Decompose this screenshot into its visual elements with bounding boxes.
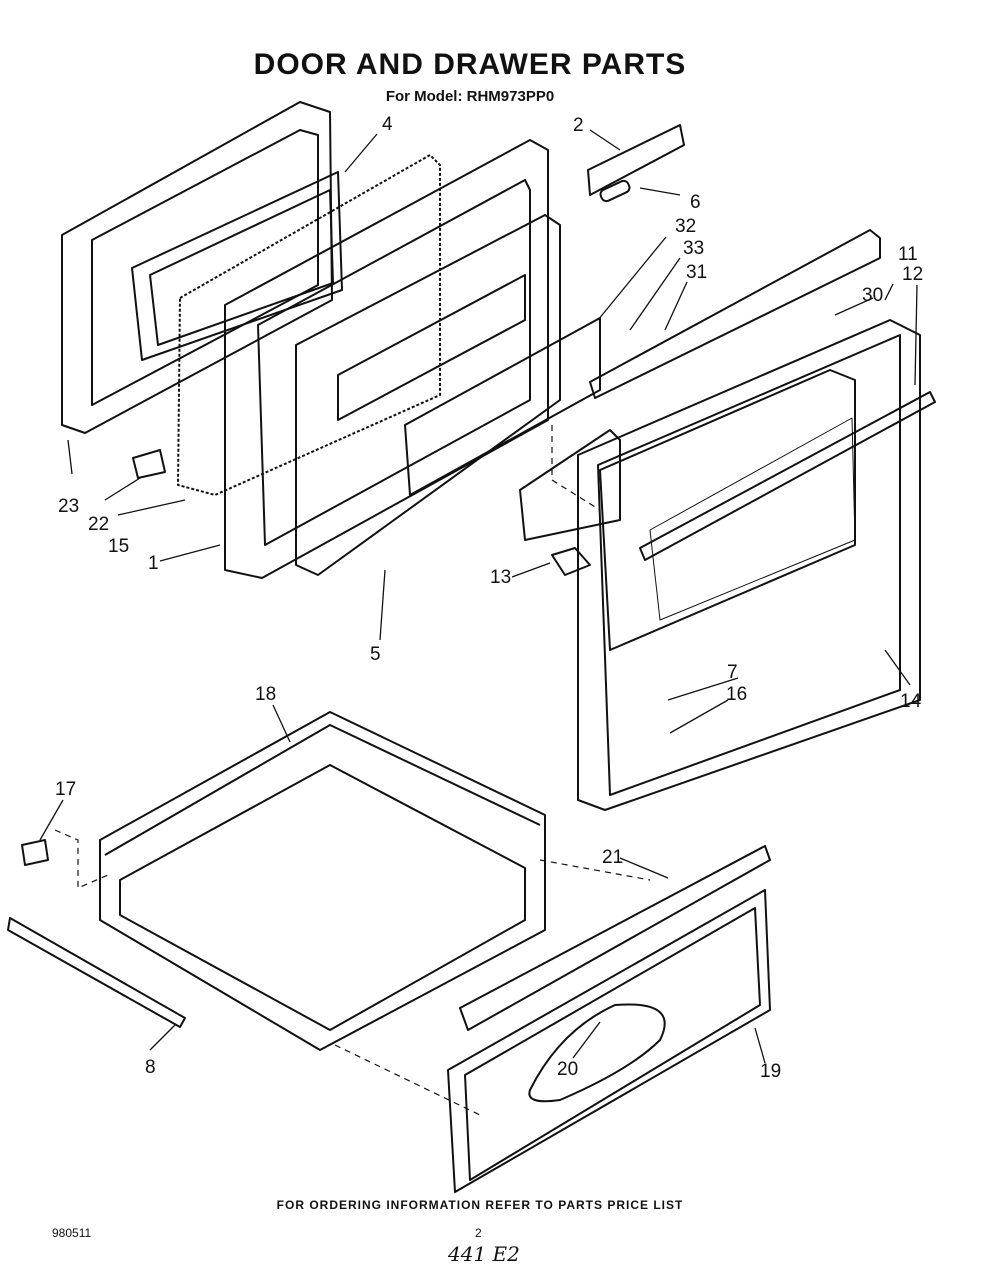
callout-16: 16 [726,684,747,705]
drawer-rail [7,917,186,1028]
model-subtitle: For Model: RHM973PP0 [385,88,555,105]
clip-17 [21,839,49,866]
channel-33 [519,429,621,541]
callout-31: 31 [686,262,707,283]
main-door-frame [577,319,921,811]
main-door-top [589,229,881,399]
handwritten-note: 441 E2 [448,1242,520,1266]
callout-32: 32 [675,216,696,237]
callout-5: 5 [370,644,381,665]
drawer-front [447,889,771,1193]
glass-frame [131,171,343,361]
callout-4: 4 [382,114,393,135]
bracket-22 [132,449,166,479]
callout-15: 15 [108,536,129,557]
emblem [528,1003,666,1103]
callout-30: 30 [862,285,883,306]
callout-1: 1 [148,553,159,574]
callout-2: 2 [573,115,584,136]
page-number: 2 [475,1226,482,1240]
callout-14: 14 [900,691,922,712]
clip-6 [599,179,631,203]
callout-7: 7 [727,662,738,683]
ordering-note: FOR ORDERING INFORMATION REFER TO PARTS … [276,1198,684,1212]
door-panel [295,214,561,576]
outer-door-panel [61,101,333,434]
callout-8: 8 [145,1057,156,1078]
door-handle [639,391,936,561]
callout-21: 21 [602,847,623,868]
callout-20: 20 [557,1059,578,1080]
hinge-bracket [551,547,591,576]
callout-17: 17 [55,779,76,800]
callout-11: 11 [898,244,918,265]
callout-18: 18 [255,684,276,705]
callout-6: 6 [690,192,701,213]
door-gasket [177,154,441,496]
drawer-support [459,845,771,1031]
callout-19: 19 [760,1061,781,1082]
inner-door-liner [224,139,549,579]
callout-23: 23 [58,496,79,517]
callout-22: 22 [88,514,109,535]
callout-12: 12 [902,264,923,285]
oven-window [599,369,856,651]
callout-33: 33 [683,238,704,259]
document-number: 980511 [52,1226,92,1240]
page-title: DOOR AND DRAWER PARTS [253,48,687,81]
vent-trim [587,124,685,196]
storage-drawer [99,711,546,1051]
callout-13: 13 [490,567,511,588]
